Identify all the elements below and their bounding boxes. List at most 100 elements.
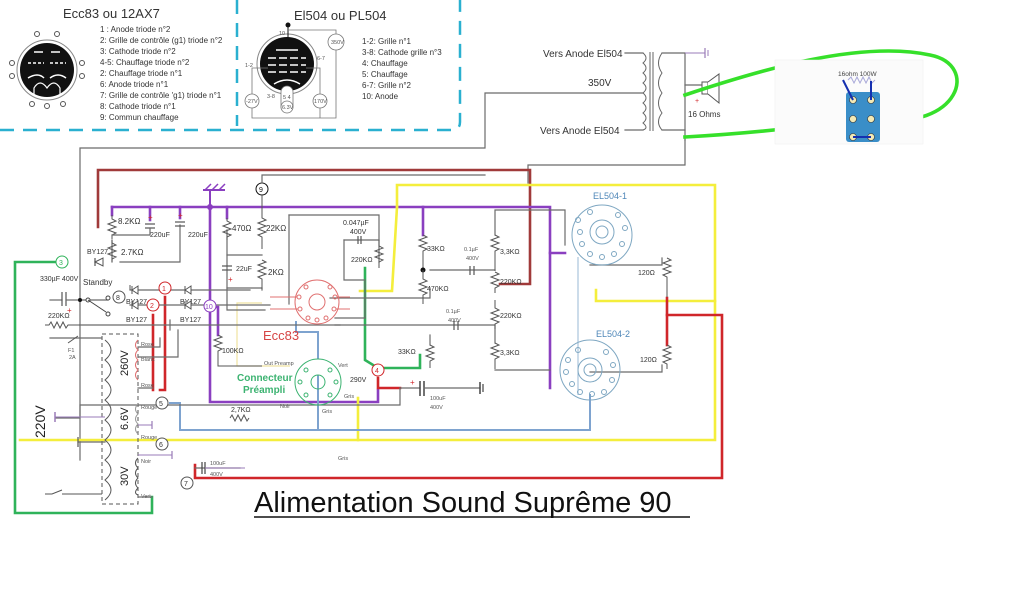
output-transformer: Vers Anode El504 350V Vers Anode El504 +… <box>540 48 720 141</box>
el504-1-label: EL504-1 <box>593 191 627 201</box>
ground-icon <box>704 48 709 58</box>
node-1: 1 <box>158 281 172 295</box>
label-470: 470Ω <box>232 224 251 233</box>
label-22k: 22KΩ <box>266 224 286 233</box>
label-330uf: 330µF 400V <box>40 276 79 283</box>
el504-2-label: EL504-2 <box>596 329 630 339</box>
node-label: 7 <box>184 481 188 488</box>
plus-sign: + <box>67 306 72 315</box>
diode-by127-2: BY127 <box>126 300 147 324</box>
node-5: 5 <box>155 396 169 410</box>
node-label: 1 <box>162 286 166 293</box>
ecc83-pin-item: 8: Cathode triode n°1 <box>100 102 176 111</box>
wire-yellow-outpreamp <box>236 302 290 367</box>
label-470k: 470KΩ <box>427 286 449 293</box>
label-100uf-av: 400V <box>430 405 443 411</box>
plus-sign: + <box>228 275 233 284</box>
capacitor-0047uf: 0.047µF 400V <box>343 220 369 244</box>
node-label: 4 <box>375 368 379 375</box>
resistor-8k2: 8.2KΩ <box>106 215 140 239</box>
ot-top-label: Vers Anode El504 <box>543 49 623 60</box>
resistor-22k: 22KΩ <box>256 207 286 249</box>
fuse-rating: 2A <box>69 355 76 361</box>
page-title: Alimentation Sound Suprême 90 <box>254 487 672 519</box>
wire-label: Rose <box>141 383 154 389</box>
el504-pin54-label: 5 4 <box>283 95 291 101</box>
primary-voltage-label: 220V <box>32 405 48 438</box>
standby-switch[interactable]: Standby <box>78 278 112 317</box>
wire-label: Rose <box>141 342 154 348</box>
el504-tube-icon: 350V -27V 170V 6.3V 10 1-2 6-7 3-8 5 4 <box>244 22 345 119</box>
label-by127-main: BY127 <box>87 249 108 256</box>
node-2: 2 <box>146 298 160 312</box>
label-120-b: 120Ω <box>640 357 657 364</box>
node-10: 10 <box>203 299 217 313</box>
label-100uf-a: 100uF <box>430 396 446 402</box>
node-8: 8 <box>112 290 126 304</box>
wire-ot-bottom <box>527 139 686 184</box>
label-220k-g1b: 220KΩ <box>500 313 522 320</box>
label-22uf: 22uF <box>236 266 252 273</box>
resistor-120-b: 120Ω <box>640 344 673 369</box>
diode-by127-main: BY127 <box>87 249 108 267</box>
el504-g1-voltage: -27V <box>246 99 258 105</box>
resistor-2k7-bottom: 2,7KΩ <box>229 407 251 423</box>
label-220uf-b: 220uF <box>188 232 208 239</box>
noir-label: Noir <box>280 404 290 410</box>
node-7: 7 <box>180 476 194 490</box>
resistor-470k: 470KΩ <box>417 270 449 304</box>
ecc83-legend-title: Ecc83 ou 12AX7 <box>63 6 160 21</box>
el504-pin-item: 1-2: Grille n°1 <box>362 37 412 46</box>
plus-sign: + <box>178 211 183 220</box>
resistor-2k: 2KΩ <box>256 259 284 289</box>
capacitor-220uf-b: + 220uF <box>175 211 208 239</box>
el504-pin-list: 1-2: Grille n°1 3-8: Cathode grille n°3 … <box>362 37 442 101</box>
voltage-290v: 290V <box>350 377 367 384</box>
el504-pin-item: 3-8: Cathode grille n°3 <box>362 48 442 57</box>
resistor-470: 470Ω <box>221 218 251 240</box>
label-220k-g1a: 220KΩ <box>500 279 522 286</box>
gris-label-2: Gris <box>344 394 354 400</box>
ecc83-label: Ecc83 <box>263 328 299 343</box>
ecc83-legend: Ecc83 ou 12AX7 1 : Anode triode n°2 2: G… <box>9 6 223 122</box>
resistor-3k3-bot: 3,3KΩ <box>489 342 520 369</box>
out-preamp-label: Out Preamp <box>264 361 294 367</box>
ecc83-pin-list: 1 : Anode triode n°2 2: Grille de contrô… <box>100 25 223 122</box>
wire-red-cathode <box>193 313 724 480</box>
legend-panel-border <box>0 0 462 132</box>
el504-pin10-label: 10 <box>279 31 285 37</box>
label-standby: Standby <box>83 278 112 287</box>
wire-green-vert <box>363 266 380 370</box>
label-0047uf-v: 400V <box>350 229 367 236</box>
label-3k3-bot: 3,3KΩ <box>500 350 520 357</box>
power-switch-icon[interactable] <box>45 489 102 495</box>
label-100k: 100KΩ <box>222 348 244 355</box>
ecc83-pin-item: 1 : Anode triode n°2 <box>100 25 171 34</box>
vert-label: Vert <box>338 363 348 369</box>
node-9: 9 <box>255 174 486 207</box>
resistor-2k7: 2.7KΩ <box>106 240 143 262</box>
resistor-33k-bot: 33KΩ <box>398 344 436 368</box>
node-label: 6 <box>159 442 163 449</box>
el504-pin12-label: 1-2 <box>245 63 253 69</box>
connector-title-1: Connecteur <box>237 373 293 384</box>
fuse-label: F1 <box>68 348 74 354</box>
wire-purple-noir <box>208 205 380 404</box>
load-resistor-board: 16ohm 100W <box>774 59 924 145</box>
ecc83-pin-item: 6: Anode triode n°1 <box>100 80 169 89</box>
wire-bplus-350v <box>79 92 644 461</box>
load-resistor-label: 16ohm 100W <box>838 71 878 78</box>
resistor-120-a: 120Ω <box>638 257 673 297</box>
label-3k3-top: 3,3KΩ <box>500 249 520 256</box>
gris-label-1: Gris <box>322 409 332 415</box>
el504-anode-voltage: 350V <box>331 40 344 46</box>
wire-label: Blanc <box>141 357 155 363</box>
node-3: 3 <box>55 255 69 269</box>
wire-red-hv <box>158 295 167 392</box>
wire-label: Rouge <box>141 435 157 441</box>
node-label: 3 <box>59 260 63 267</box>
el504-heater-voltage: 6.3V <box>282 105 294 111</box>
speaker-impedance-label: 16 Ohms <box>688 110 720 119</box>
ecc83-socket: Ecc83 <box>263 279 350 343</box>
wire-label: Rouge <box>141 405 157 411</box>
